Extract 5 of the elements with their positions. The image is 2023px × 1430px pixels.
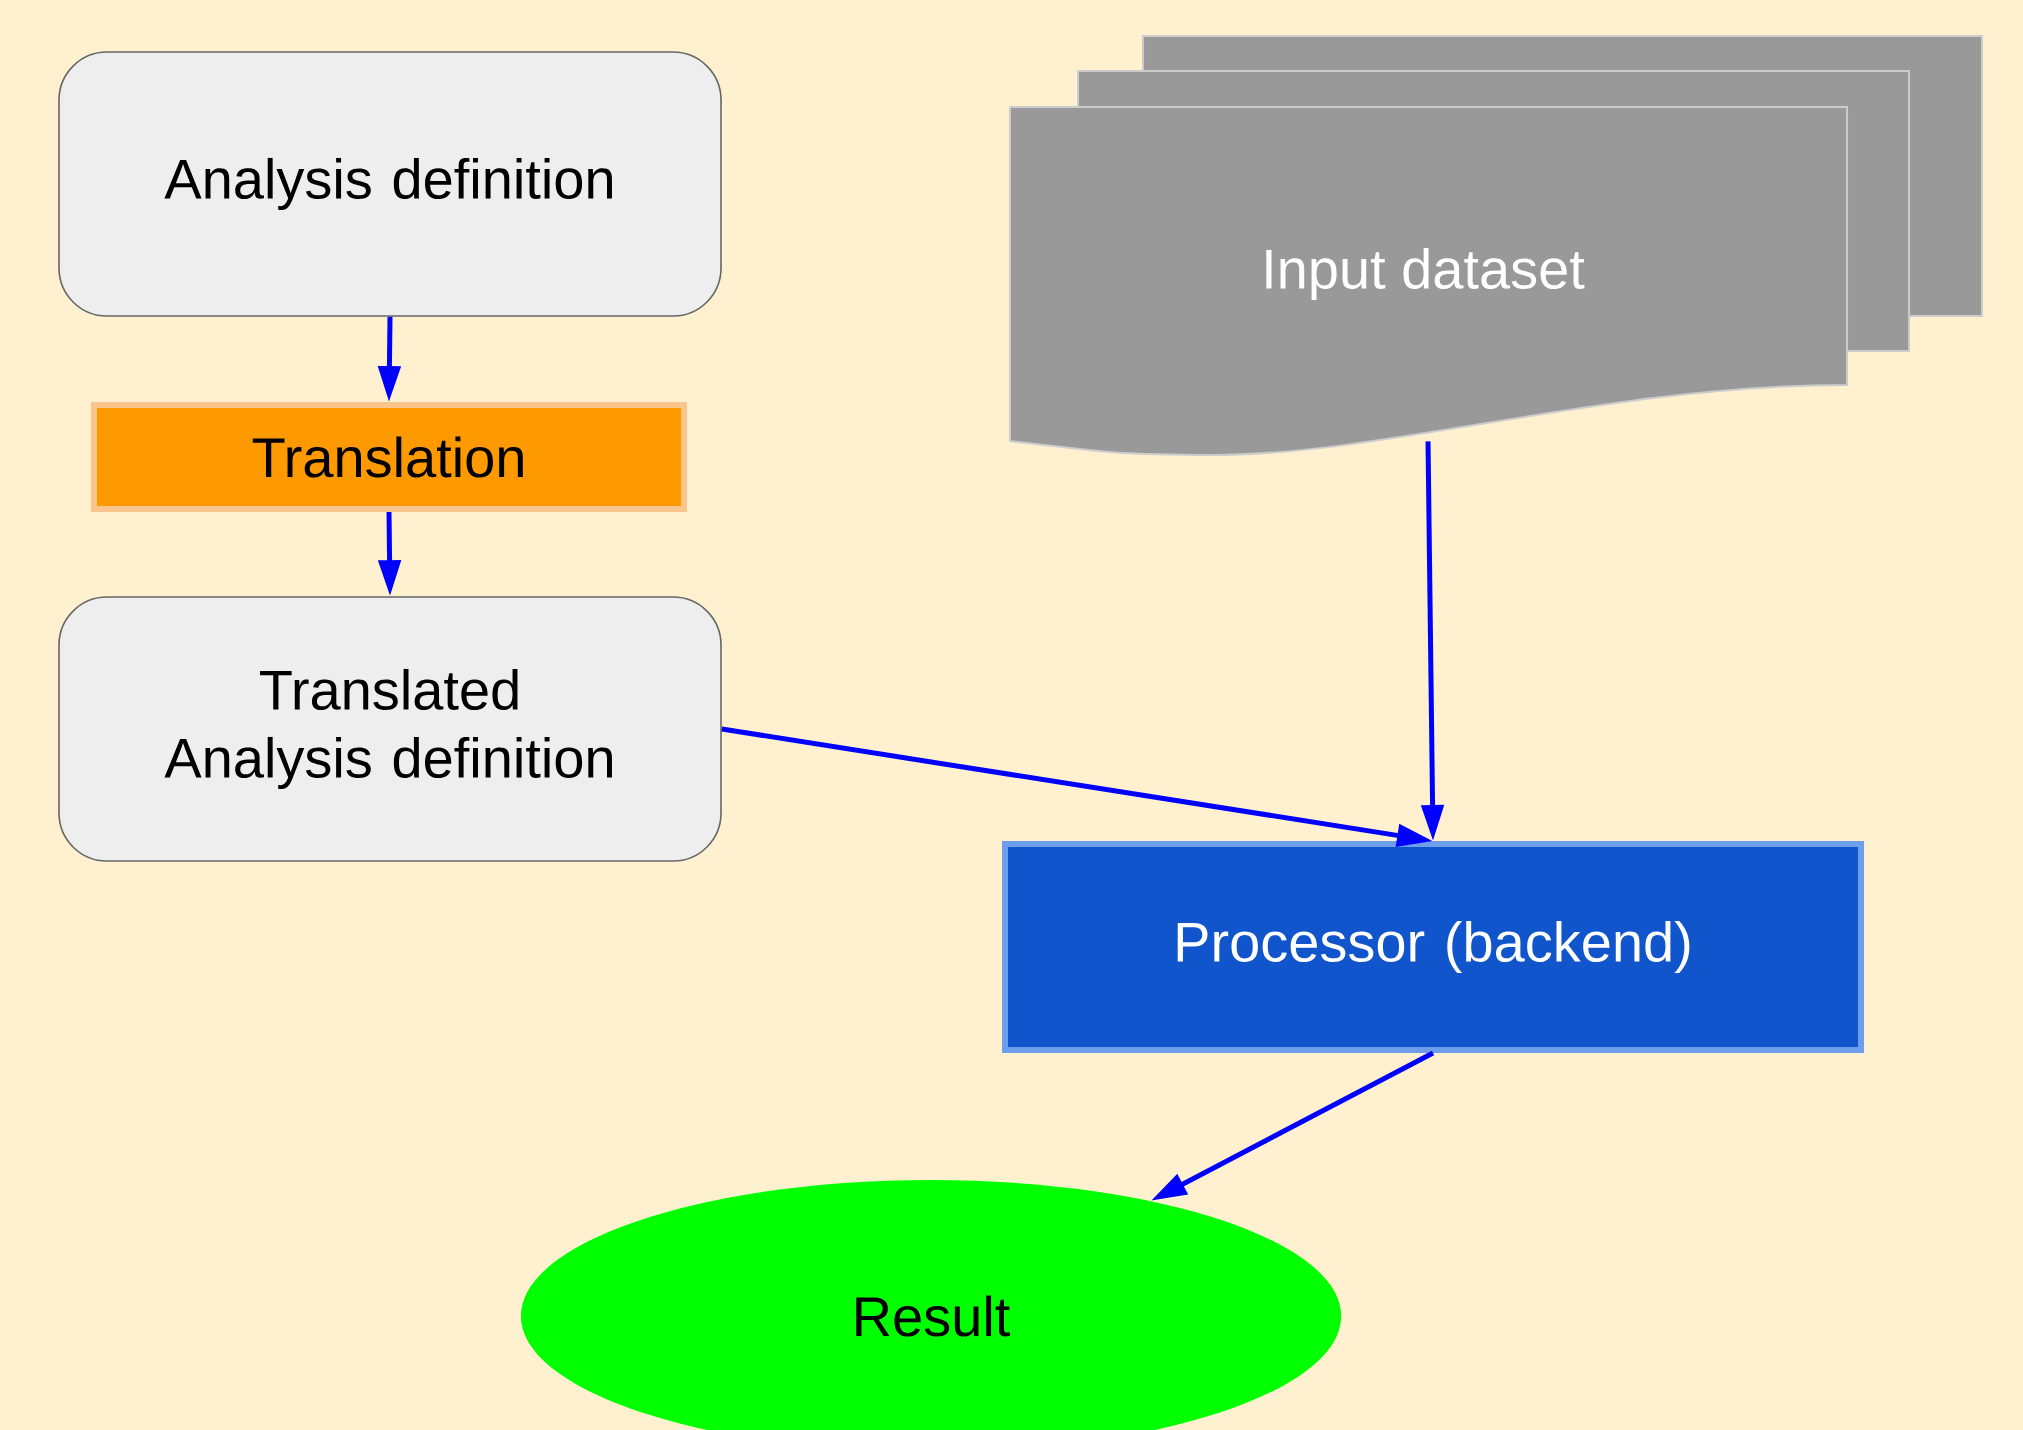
process-box: Processor (backend) <box>1002 841 1864 1053</box>
process-box: Translation <box>91 402 687 512</box>
rounded-box: Translated Analysis definition <box>58 596 722 862</box>
document-stack: Input dataset <box>1009 35 1983 456</box>
rounded-box: Analysis definition <box>58 51 722 317</box>
